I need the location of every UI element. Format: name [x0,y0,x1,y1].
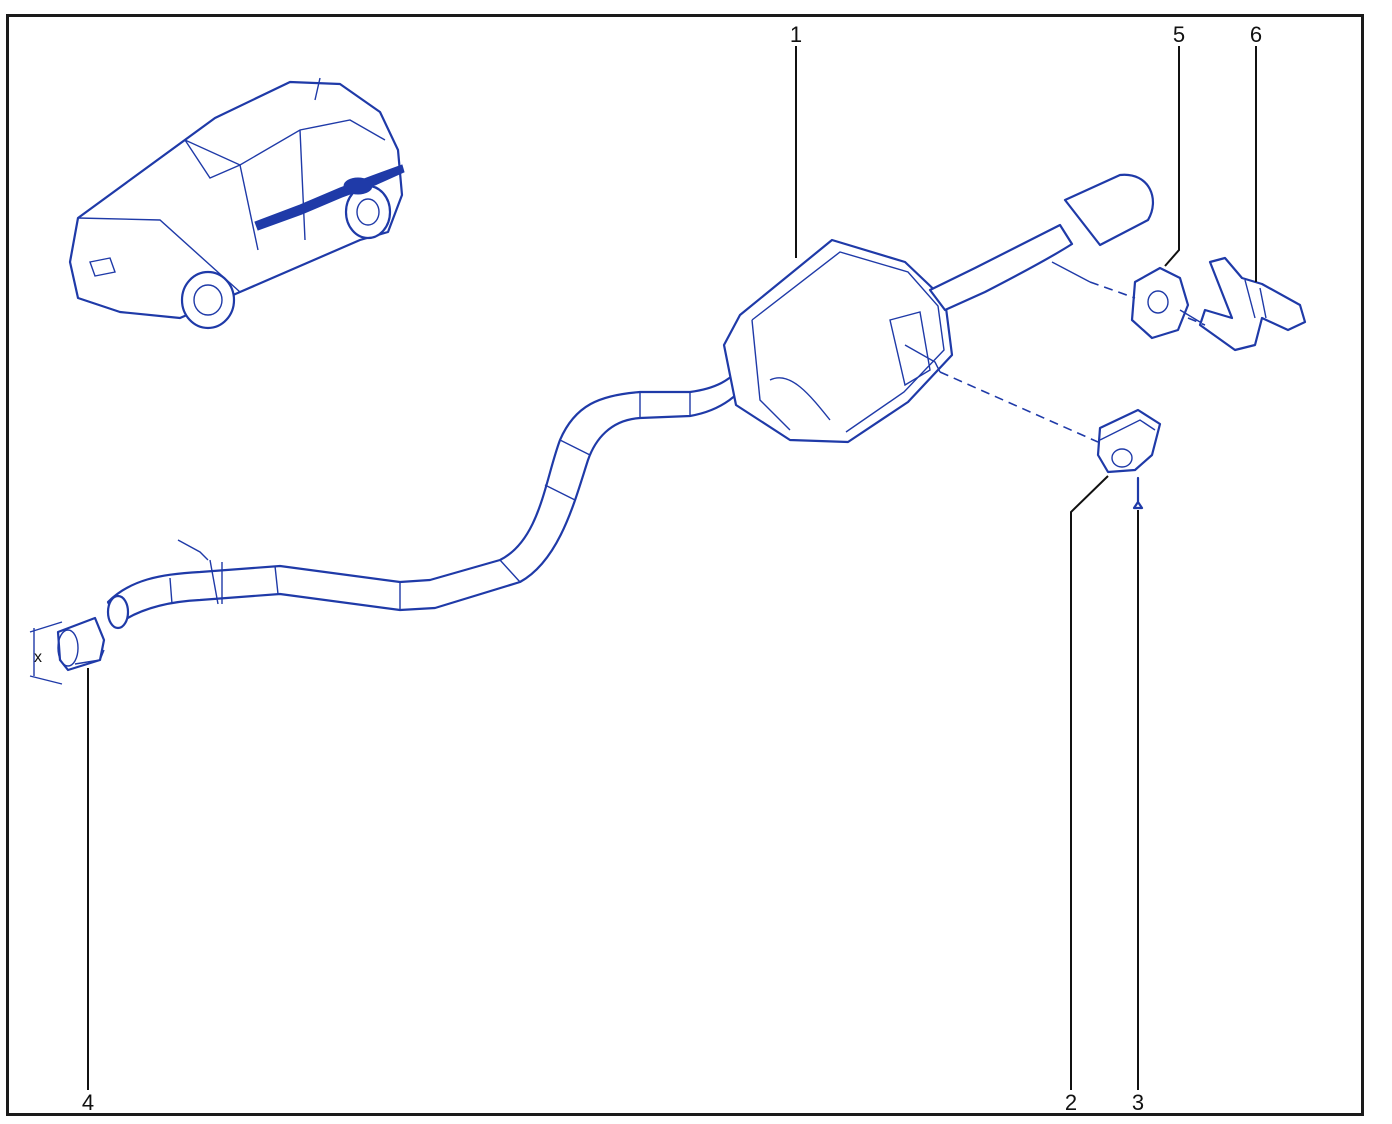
clamp [29,616,106,685]
dimension-label: x [34,649,42,666]
suspension-rubber [1130,266,1201,340]
exhaust-pipe [106,366,754,630]
mounting-rubber [1096,408,1162,474]
leader-line [1164,46,1180,267]
assembly-line [1187,317,1206,326]
leader-line [1070,475,1109,1090]
bracket [1198,256,1307,352]
rear-silencer [722,173,1155,444]
callout-3: 3 [1131,1090,1145,1115]
assembly-line [1089,281,1136,299]
callout-2: 2 [1064,1090,1078,1115]
screw [1132,476,1144,510]
car-illustration [68,77,405,330]
callout-5: 5 [1172,22,1186,47]
diagram-frame [6,14,1364,1116]
callout-1: 1 [789,22,803,47]
callout-4: 4 [81,1090,95,1115]
callout-6: 6 [1249,22,1263,47]
assembly-line [939,371,1099,443]
